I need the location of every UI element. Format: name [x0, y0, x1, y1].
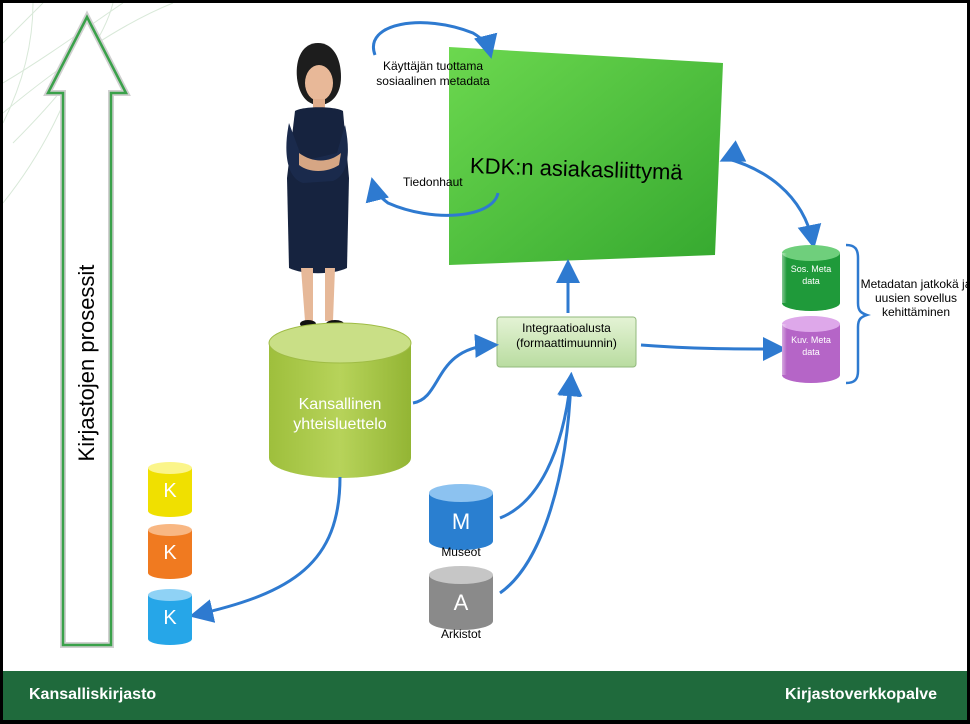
library-cylinder-orange: [148, 524, 192, 579]
kuv-meta-label: Kuv. Meta data: [791, 335, 831, 357]
kuv-meta-cylinder: [782, 316, 840, 383]
metadata-dev-label: Metadatan jatkokä ja uusien sovellus keh…: [860, 277, 967, 319]
metadata-brace: [845, 243, 871, 385]
person-figure: [286, 43, 349, 328]
footer-service: Kirjastoverkkopalve: [785, 686, 938, 703]
library-cylinder-blue: [148, 589, 192, 645]
slide: Kirjastojen prosessit Käyttäjän tuottama…: [3, 3, 967, 720]
library-letter-orange: K: [163, 542, 177, 564]
library-letter-blue: K: [163, 607, 177, 629]
search-label: Tiedonhaut: [403, 175, 463, 189]
process-arrow: [43, 10, 131, 648]
user-metadata-label: Käyttäjän tuottama sosiaalinen metadata: [376, 59, 490, 88]
library-cylinder-yellow: [148, 462, 192, 517]
sos-meta-label: Sos. Meta data: [790, 264, 832, 286]
catalog-cylinder: [268, 322, 412, 478]
archive-letter: A: [453, 590, 469, 615]
process-label: Kirjastojen prosessit: [74, 264, 99, 462]
archive-cylinder: [429, 566, 493, 630]
museum-label: Museot: [441, 545, 481, 559]
museum-letter: M: [451, 509, 471, 534]
integration-label: Integraatioalusta (formaattimuunnin): [516, 321, 617, 350]
sos-meta-cylinder: [782, 245, 840, 311]
user-cycle-arrows: [365, 21, 500, 217]
catalog-label: Kansallinen yhteisluettelo: [293, 396, 387, 433]
diagram-canvas: [3, 3, 871, 648]
library-letter-yellow: K: [163, 480, 177, 502]
footer-organization: Kansalliskirjasto: [29, 686, 157, 703]
kdk-panel: [449, 47, 723, 265]
flow-arrows: [189, 140, 822, 623]
museum-cylinder: [429, 484, 493, 550]
archive-label: Arkistot: [440, 627, 481, 641]
footer-bar: Kansalliskirjasto Kirjastoverkkopalve: [3, 671, 967, 720]
